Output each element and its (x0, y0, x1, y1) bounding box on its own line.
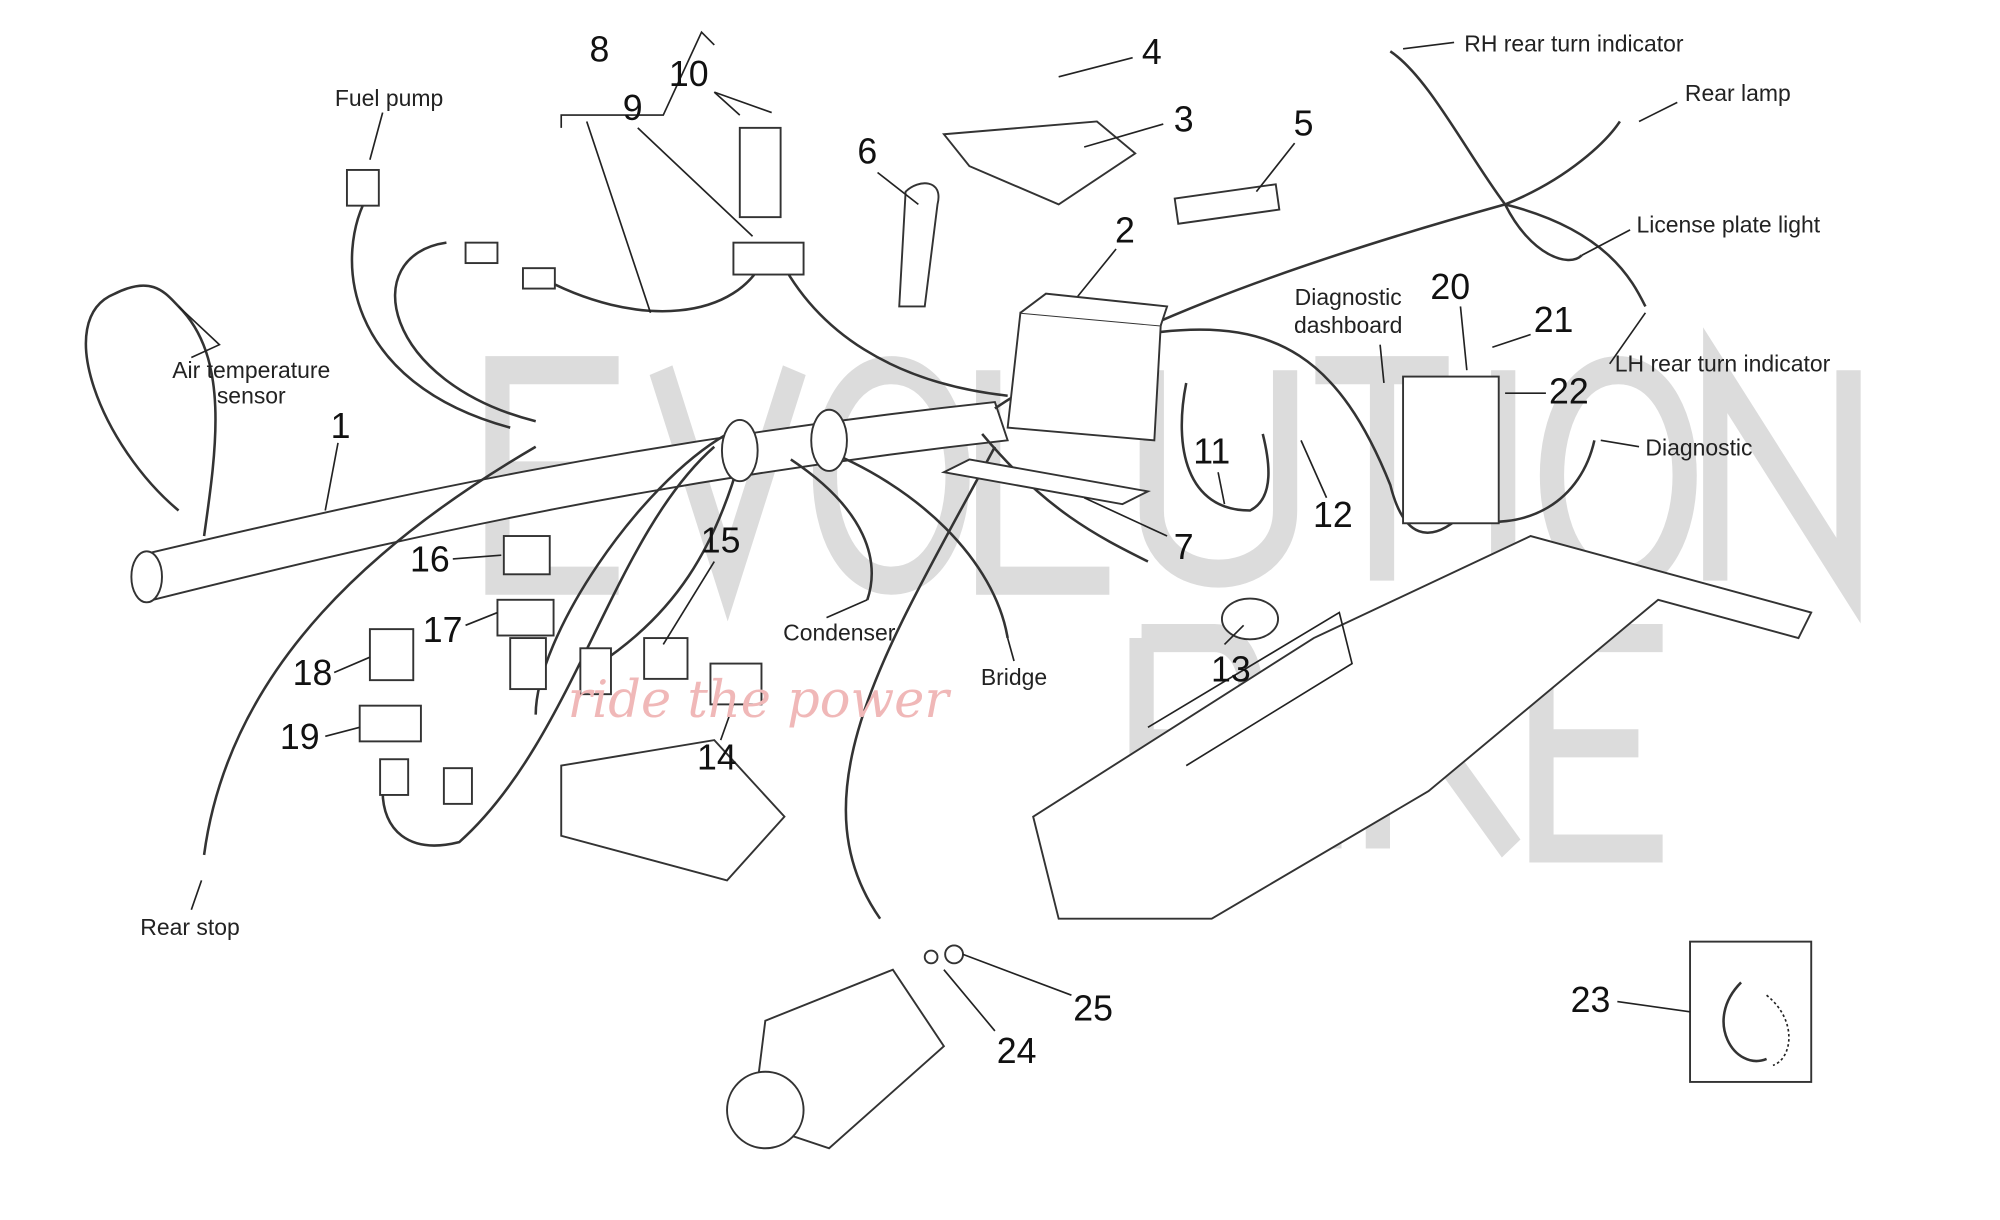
callout-numbers: 1 2 3 4 5 6 7 8 9 10 11 12 13 14 15 16 1… (280, 30, 1611, 1071)
label-rear-stop: Rear stop (140, 914, 239, 940)
callout-9: 9 (623, 88, 643, 128)
callout-2: 2 (1115, 211, 1135, 251)
callout-23: 23 (1571, 980, 1611, 1020)
label-rh-rear-turn: RH rear turn indicator (1464, 30, 1684, 56)
callout-3: 3 (1174, 100, 1194, 140)
callout-1: 1 (331, 406, 351, 446)
callout-24: 24 (997, 1031, 1037, 1071)
callout-19: 19 (280, 717, 320, 757)
callout-14: 14 (697, 737, 737, 777)
callout-7: 7 (1174, 527, 1194, 567)
callout-22: 22 (1549, 371, 1589, 411)
callout-13: 13 (1211, 649, 1251, 689)
callout-10: 10 (669, 54, 709, 94)
battery (898, 120, 1281, 506)
callout-16: 16 (410, 540, 450, 580)
label-rear-lamp: Rear lamp (1685, 80, 1791, 106)
leader-lines (178, 30, 1691, 1032)
main-harness (84, 50, 1647, 920)
rear-frame (1032, 535, 1813, 920)
callout-21: 21 (1534, 300, 1574, 340)
label-diag-dashboard-line1: Diagnostic (1295, 284, 1402, 310)
label-air-temp-line1: Air temperature (172, 357, 330, 383)
label-license-plate-light: License plate light (1636, 211, 1820, 237)
watermark-letter (1703, 327, 1861, 624)
callout-25: 25 (1073, 989, 1113, 1029)
callout-5: 5 (1294, 104, 1314, 144)
watermark-letter (1139, 370, 1298, 588)
callout-6: 6 (857, 132, 877, 172)
label-diag-dashboard-line2: dashboard (1294, 312, 1402, 338)
label-air-temp-line2: sensor (217, 382, 286, 408)
label-fuel-pump: Fuel pump (335, 85, 443, 111)
callout-12: 12 (1313, 495, 1353, 535)
relays (345, 126, 1500, 882)
label-diagnostic: Diagnostic (1645, 435, 1752, 461)
callout-18: 18 (293, 653, 333, 693)
callout-20: 20 (1430, 267, 1470, 307)
watermark-slogan: ride the power (568, 671, 952, 730)
callout-4: 4 (1142, 32, 1162, 72)
label-condenser: Condenser (783, 620, 896, 646)
watermark-letter (812, 356, 970, 595)
label-bridge: Bridge (981, 664, 1047, 690)
callout-17: 17 (423, 610, 463, 650)
text-labels: Fuel pump Air temperature sensor Rear st… (140, 30, 1830, 940)
callout-8: 8 (590, 30, 610, 70)
clamp-detail-box (1689, 940, 1813, 1083)
starter-motor (726, 944, 964, 1150)
label-lh-rear-turn: LH rear turn indicator (1615, 350, 1831, 376)
callout-11: 11 (1193, 431, 1230, 471)
callout-15: 15 (701, 521, 741, 561)
